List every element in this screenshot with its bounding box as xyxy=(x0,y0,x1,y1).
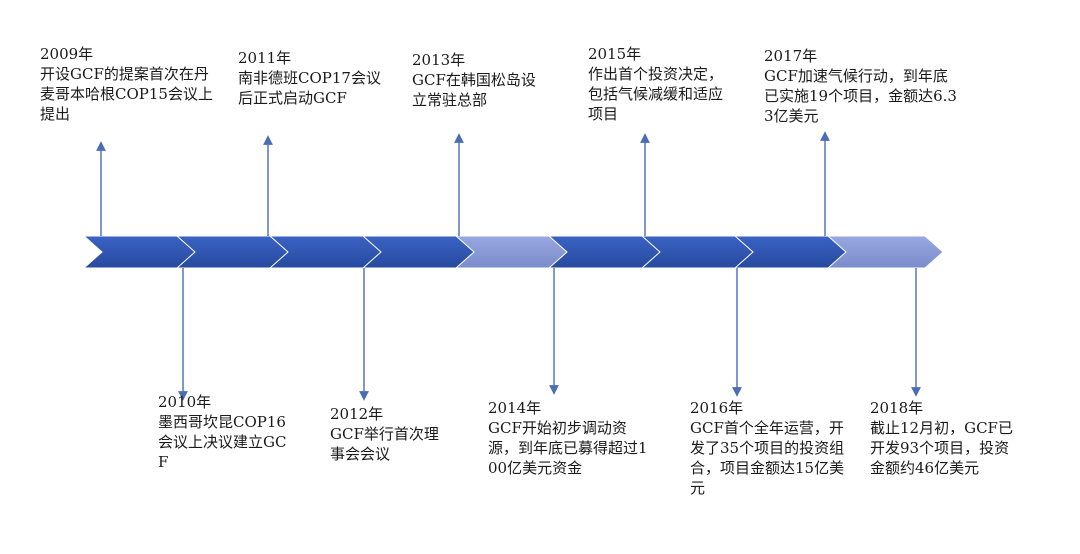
event-description: 截止12月初，GCF已开发93个项目，投资金额约46亿美元 xyxy=(870,419,1013,477)
event-2011: 2011年 南非德班COP17会议后正式启动GCF xyxy=(238,48,394,108)
event-description: 南非德班COP17会议后正式启动GCF xyxy=(238,69,381,107)
event-description: GCF在韩国松岛设立常驻总部 xyxy=(412,71,536,109)
event-2014: 2014年 GCF开始初步调动资源，到年底已募得超过100亿美元资金 xyxy=(488,398,654,478)
event-description: GCF开始初步调动资源，到年底已募得超过100亿美元资金 xyxy=(488,419,648,477)
event-year: 2009年 xyxy=(40,45,94,63)
event-year: 2011年 xyxy=(238,49,292,67)
event-year: 2013年 xyxy=(412,51,466,69)
event-description: 墨西哥坎昆COP16会议上决议建立GCF xyxy=(158,413,287,471)
event-2017: 2017年 GCF加速气候行动，到年底已实施19个项目，金额达6.33亿美元 xyxy=(764,46,960,126)
event-2015: 2015年 作出首个投资决定，包括气候减缓和适应项目 xyxy=(588,44,732,124)
event-description: GCF举行首次理事会会议 xyxy=(330,425,439,463)
event-year: 2014年 xyxy=(488,399,542,417)
event-description: 作出首个投资决定，包括气候减缓和适应项目 xyxy=(588,65,724,123)
event-year: 2010年 xyxy=(158,393,212,411)
event-year: 2016年 xyxy=(690,399,744,417)
event-year: 2017年 xyxy=(764,47,818,65)
event-2009: 2009年 开设GCF的提案首次在丹麦哥本哈根COP15会议上提出 xyxy=(40,44,218,124)
event-2018: 2018年 截止12月初，GCF已开发93个项目，投资金额约46亿美元 xyxy=(870,398,1016,478)
event-description: 开设GCF的提案首次在丹麦哥本哈根COP15会议上提出 xyxy=(40,65,213,123)
event-description: GCF首个全年运营，开发了35个项目的投资组合，项目金额达15亿美元 xyxy=(690,419,845,497)
event-2013: 2013年 GCF在韩国松岛设立常驻总部 xyxy=(412,50,546,110)
event-description: GCF加速气候行动，到年底已实施19个项目，金额达6.33亿美元 xyxy=(764,67,957,125)
event-2012: 2012年 GCF举行首次理事会会议 xyxy=(330,404,442,464)
event-year: 2012年 xyxy=(330,405,384,423)
event-year: 2015年 xyxy=(588,45,642,63)
event-2010: 2010年 墨西哥坎昆COP16会议上决议建立GCF xyxy=(158,392,290,472)
event-2016: 2016年 GCF首个全年运营，开发了35个项目的投资组合，项目金额达15亿美元 xyxy=(690,398,852,498)
timeline-connectors xyxy=(96,131,921,401)
event-year: 2018年 xyxy=(870,399,924,417)
timeline-chevron-segment xyxy=(826,235,944,269)
timeline-arrow-bar xyxy=(82,235,944,269)
